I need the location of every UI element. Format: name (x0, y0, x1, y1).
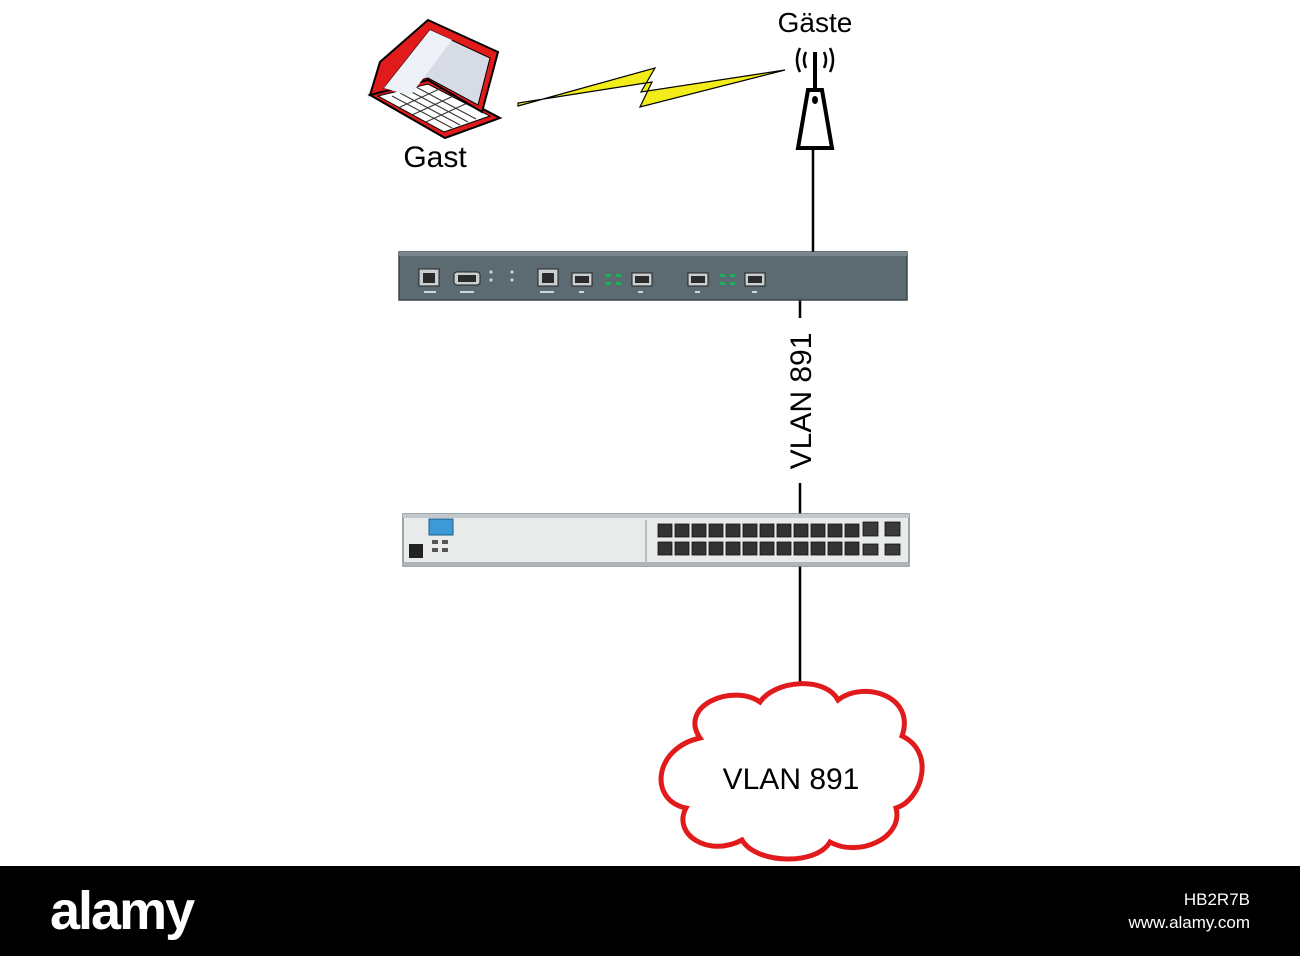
antenna-icon (795, 47, 835, 150)
network-switch-device (402, 513, 910, 567)
watermark-banner: alamy HB2R7B www.alamy.com (0, 866, 1300, 956)
network-cloud-shape (658, 681, 925, 862)
laptop-label: Gast (403, 141, 467, 174)
wireless-link-bolt (517, 67, 786, 108)
access-point-label: Gäste (778, 7, 853, 38)
cloud-label: VLAN 891 (723, 763, 860, 796)
site-url: www.alamy.com (1128, 913, 1250, 932)
switch-port-block (657, 523, 860, 556)
image-id: HB2R7B (1183, 890, 1250, 909)
brand-logo: alamy (50, 881, 195, 941)
laptop-icon (367, 18, 503, 140)
vlan-link-label: VLAN 891 (785, 333, 818, 470)
wireless-controller-device (398, 251, 908, 301)
network-diagram: Gast Gäste VLAN 891 (367, 7, 925, 862)
